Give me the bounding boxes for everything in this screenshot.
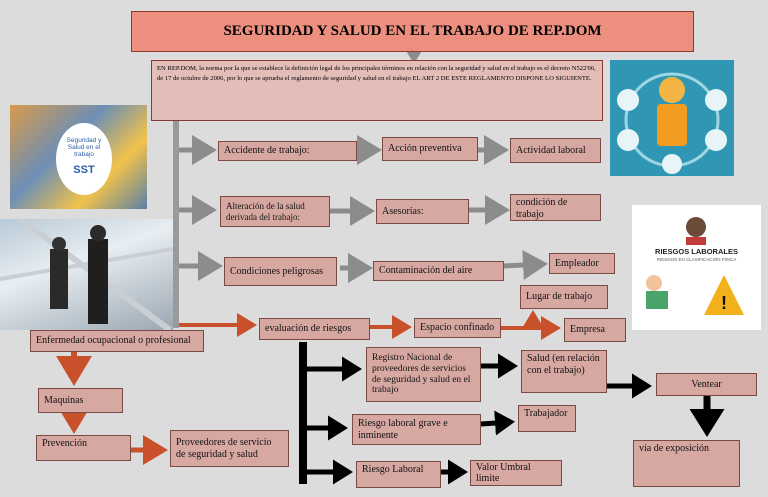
node-espacio-confinado: Espacio confinado <box>414 318 501 338</box>
node-condiciones-peligrosas: Condiciones peligrosas <box>224 257 337 286</box>
node-valor-umbral: Valor Umbral limite <box>470 460 562 486</box>
node-alteracion-salud: Alteración de la salud derivada del trab… <box>220 196 330 227</box>
node-registro-nacional: Registro Nacional de proveedores de serv… <box>366 347 481 402</box>
node-trabajador: Trabajador <box>518 405 576 432</box>
riesgos-title: RIESGOS LABORALES <box>655 247 738 256</box>
node-riesgo-grave: Riesgo laboral grave e inminente <box>352 414 481 445</box>
riesgos-subtitle: RIESGOS EN CLASIFICACIÓN FÍSICA <box>656 257 737 262</box>
node-maquinas: Maquinas <box>38 388 123 413</box>
node-lugar-trabajo: Lugar de trabajo <box>520 285 608 309</box>
sst-image: Seguridad y Salud en el trabajo SST <box>10 105 147 209</box>
node-evaluacion-riesgos: evaluación de riesgos <box>259 318 370 340</box>
page-title: SEGURIDAD Y SALUD EN EL TRABAJO DE REP.D… <box>131 11 694 52</box>
node-proveedores-servicio: Proveedores de servicio de seguridad y s… <box>170 430 289 467</box>
node-via-exposicion: vía de exposición <box>633 440 740 487</box>
svg-text:!: ! <box>721 293 727 313</box>
node-ventear: Ventear <box>656 373 757 396</box>
ppe-worker-image <box>610 60 734 176</box>
node-prevencion: Prevención <box>36 435 131 461</box>
sst-badge: SST <box>73 164 95 176</box>
node-riesgo-laboral: Riesgo Laboral <box>356 461 441 488</box>
node-accidente-trabajo: Accidente de trabajo: <box>218 141 357 161</box>
node-salud-relacion: Salud (en relación con el trabajo) <box>521 350 607 393</box>
sst-caption: Seguridad y Salud en el trabajo <box>66 137 102 158</box>
node-empleador: Empleador <box>549 253 615 274</box>
node-accion-preventiva: Acción preventiva <box>382 137 478 161</box>
riesgos-laborales-image: ! RIESGOS LABORALES RIESGOS EN CLASIFICA… <box>632 205 761 330</box>
node-asesorias: Asesorías: <box>376 199 469 224</box>
node-empresa: Empresa <box>564 318 626 342</box>
node-actividad-laboral: Actividad laboral <box>510 138 601 163</box>
intro-text: EN REP.DOM, la norma por la que se estab… <box>151 60 603 121</box>
node-condicion-trabajo: condición de trabajo <box>510 194 601 221</box>
node-contaminacion-aire: Contaminación del aire <box>373 261 504 281</box>
workers-photo <box>0 219 173 330</box>
node-enfermedad-ocupacional: Enfermedad ocupacional o profesional <box>30 330 204 352</box>
